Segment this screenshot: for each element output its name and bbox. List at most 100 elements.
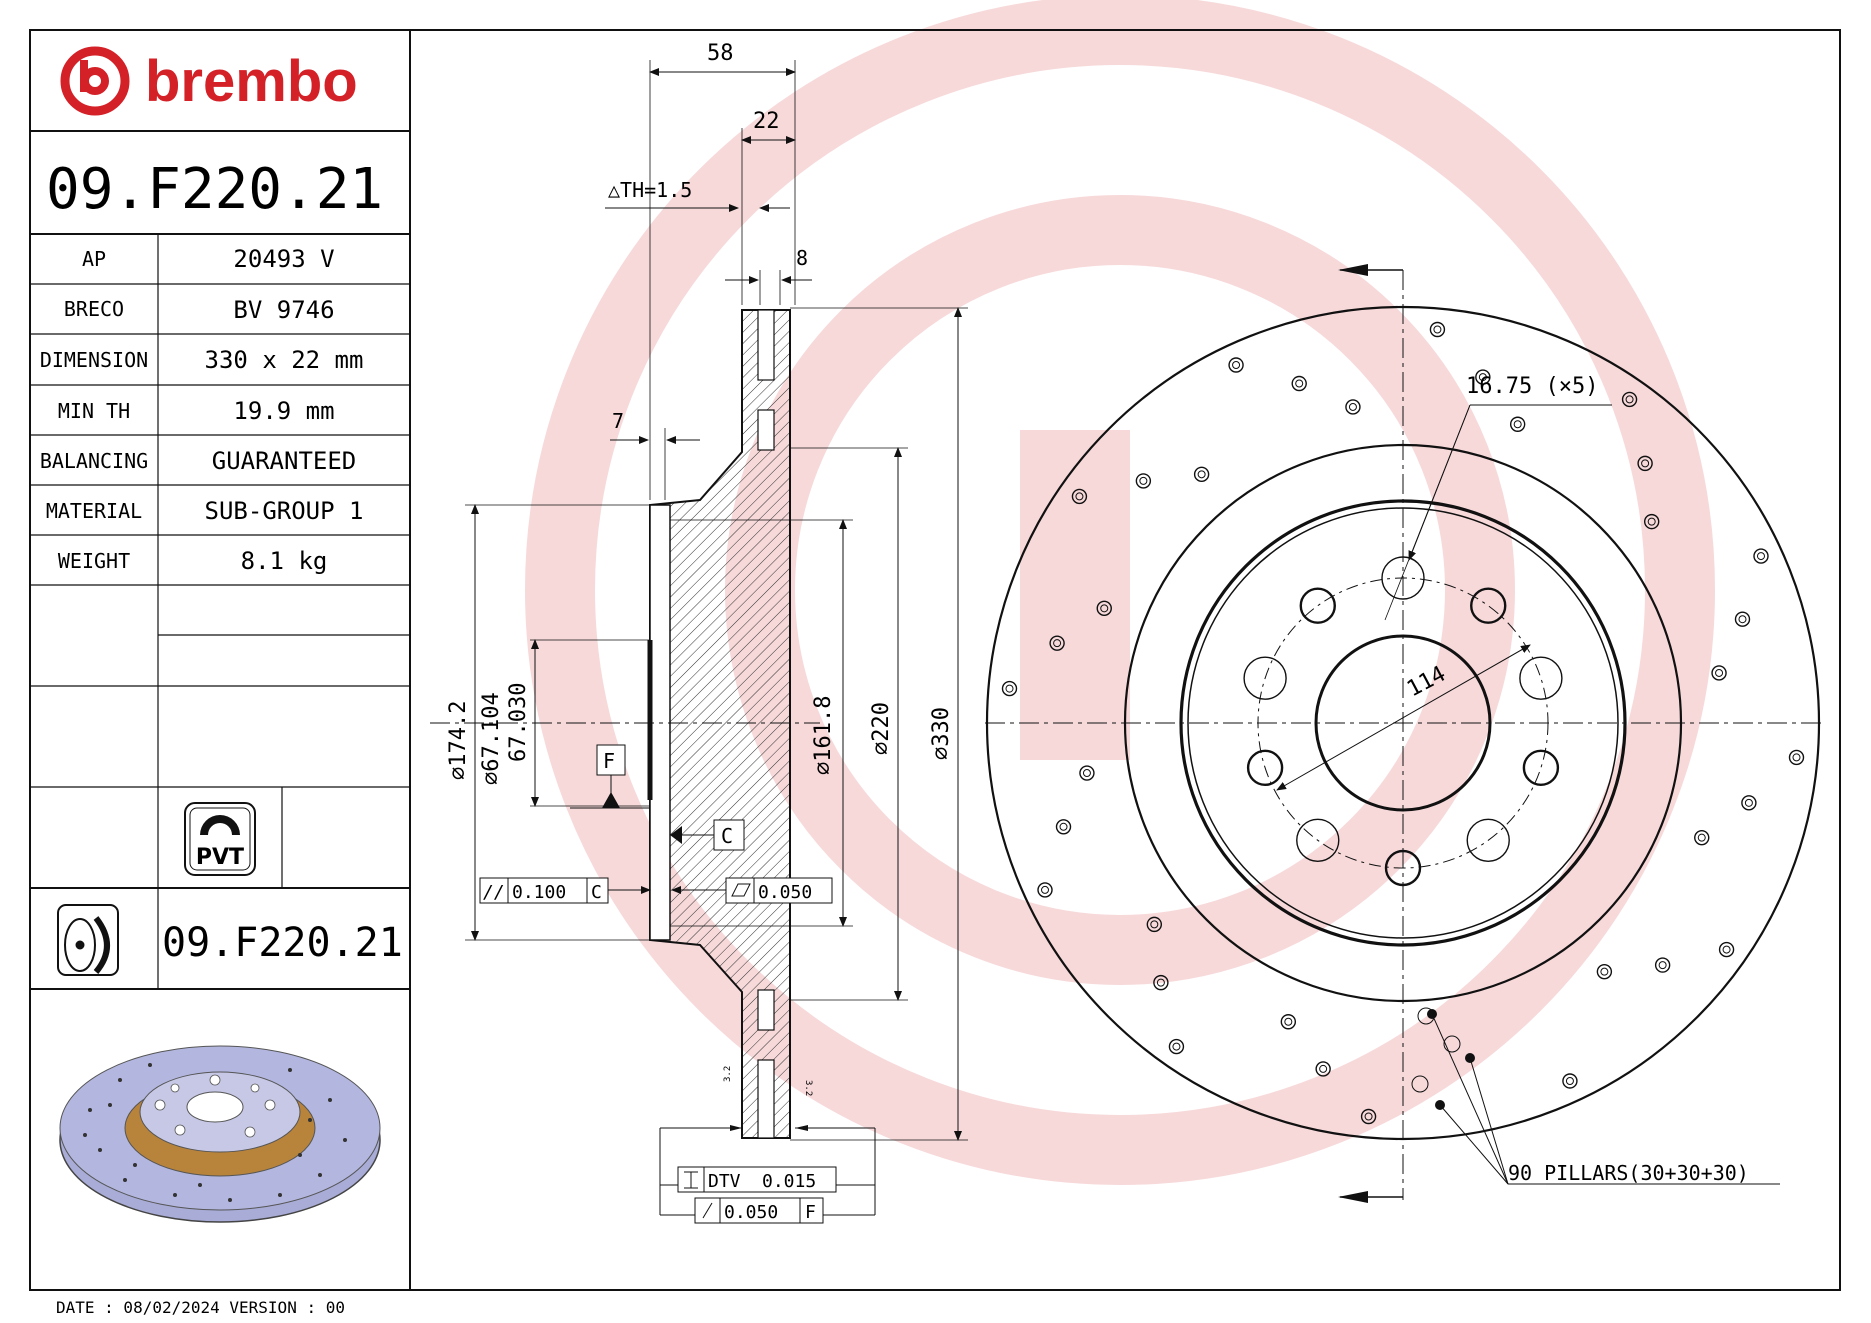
bolt-hole <box>1519 656 1563 700</box>
dim-d330: ⌀330 <box>929 707 954 760</box>
dim-d220: ⌀220 <box>869 702 894 755</box>
spec-label-material: MATERIAL <box>46 499 142 523</box>
drill-hole-inner <box>1197 470 1206 479</box>
drill-hole-inner <box>1433 325 1442 334</box>
bolt-hole <box>1466 818 1510 863</box>
drill-hole <box>1345 399 1361 415</box>
drill-hole-inner <box>1792 753 1801 762</box>
drill-hole <box>1718 941 1735 958</box>
drill-hole <box>1753 548 1769 564</box>
dim-hat-offset: 7 <box>612 409 624 433</box>
drill-hole <box>1734 611 1751 627</box>
spec-value-weight: 8.1 kg <box>241 547 328 575</box>
dim-d161: ⌀161.8 <box>811 696 836 775</box>
drill-hole <box>1079 765 1095 781</box>
part-number: 09.F220.21 <box>46 157 383 222</box>
drill-hole <box>1049 635 1065 651</box>
drill-hole <box>1596 963 1613 980</box>
section-view: ⌀174.2 ⌀67.104 67.030 ⌀161.8 ⌀220 ⌀330 5… <box>430 41 968 1224</box>
brembo-logo <box>60 46 130 116</box>
tolerance-dtv: DTV 0.015 <box>677 1166 837 1193</box>
drill-hole <box>1168 1038 1185 1055</box>
rotor-outer-edge <box>985 305 1821 1141</box>
spec-value-balancing: GUARANTEED <box>212 447 357 475</box>
drill-hole-inner <box>1041 885 1050 894</box>
spec-table: AP 20493 V BRECO BV 9746 DIMENSION 330 x… <box>40 245 364 575</box>
spec-label-breco: BRECO <box>64 297 124 321</box>
drill-hole <box>1654 957 1671 973</box>
drill-hole <box>1037 882 1053 898</box>
tolerance-flatness: 0.050 <box>671 877 833 904</box>
dim-thickness: 22 <box>753 109 780 134</box>
bolt-hole <box>1384 849 1422 887</box>
bolt-hole <box>1296 818 1340 863</box>
dim-d67-lower: 67.030 <box>506 683 531 762</box>
drill-hole-inner <box>1565 1076 1574 1085</box>
drill-hole <box>1135 473 1152 489</box>
tolerance-parallelism: // 0.100 C <box>479 877 651 904</box>
drill-hole-inner <box>1139 476 1148 485</box>
bolt-hole <box>1381 556 1425 600</box>
spec-value-ap: 20493 V <box>233 245 334 273</box>
drill-hole-inner <box>1513 420 1522 429</box>
drill-hole <box>1146 916 1163 933</box>
drill-hole-inner <box>1478 373 1487 382</box>
drill-hole-inner <box>1100 604 1109 613</box>
svg-text:DTV: DTV <box>708 1171 741 1192</box>
sheet-border <box>29 29 1841 1291</box>
drill-hole <box>1071 488 1088 505</box>
drill-hole <box>1711 665 1727 681</box>
drill-hole <box>1315 1061 1331 1077</box>
drill-hole <box>1096 600 1112 617</box>
bolt-hole <box>1299 587 1336 624</box>
dim-vent-gap: 8 <box>796 246 808 270</box>
drill-hole <box>1788 749 1805 766</box>
datum-f-label: F <box>603 749 615 773</box>
spec-label-min-th: MIN TH <box>58 399 130 423</box>
drill-hole <box>1643 513 1660 530</box>
drill-hole-inner <box>1641 459 1650 468</box>
drill-hole <box>1280 1014 1297 1030</box>
spec-label-dimension: DIMENSION <box>40 348 148 372</box>
bolt-hole <box>1470 587 1507 624</box>
spec-value-min-th: 19.9 mm <box>233 397 334 425</box>
surface-finish-right: 3.2 <box>803 1080 813 1096</box>
dim-th-tolerance: △TH=1.5 <box>608 178 692 202</box>
drill-hole-inner <box>1348 402 1357 411</box>
drill-hole <box>1228 357 1244 373</box>
drill-hole-inner <box>1697 833 1706 842</box>
datum-c-label: C <box>721 824 733 848</box>
svg-text:0.100: 0.100 <box>512 882 566 903</box>
drill-hole-inner <box>1364 1112 1373 1121</box>
drill-hole <box>1475 369 1491 385</box>
drill-hole <box>1562 1073 1578 1089</box>
pillars-label: 90 PILLARS(30+30+30) <box>1508 1161 1749 1185</box>
drill-hole-inner <box>1059 822 1068 831</box>
svg-text:0.050: 0.050 <box>724 1202 778 1223</box>
bolt-hole <box>1522 749 1560 787</box>
drill-hole <box>1193 466 1210 483</box>
rotor-icon <box>57 904 119 976</box>
drill-hole <box>1360 1108 1377 1125</box>
drill-hole <box>1509 416 1526 432</box>
brand-name: brembo <box>145 49 358 114</box>
drill-hole-inner <box>1722 945 1731 954</box>
drill-hole <box>1637 455 1653 472</box>
spec-value-breco: BV 9746 <box>233 296 334 324</box>
drill-hole-inner <box>1232 361 1241 370</box>
drill-hole-inner <box>1082 769 1091 778</box>
drill-hole-inner <box>1625 395 1634 404</box>
drill-hole-inner <box>1053 639 1062 648</box>
drill-hole-inner <box>1172 1042 1181 1051</box>
drill-hole-inner <box>1005 684 1014 693</box>
drill-hole <box>1153 974 1169 991</box>
drill-hole <box>1621 391 1638 408</box>
drill-hole-inner <box>1715 668 1724 677</box>
pvt-badge: PVT <box>184 802 256 876</box>
svg-text:F: F <box>805 1202 816 1223</box>
drill-hole-inner <box>1647 517 1656 526</box>
title-block <box>30 130 410 990</box>
svg-text:0.015: 0.015 <box>762 1171 816 1192</box>
spec-value-material: SUB-GROUP 1 <box>205 497 364 525</box>
